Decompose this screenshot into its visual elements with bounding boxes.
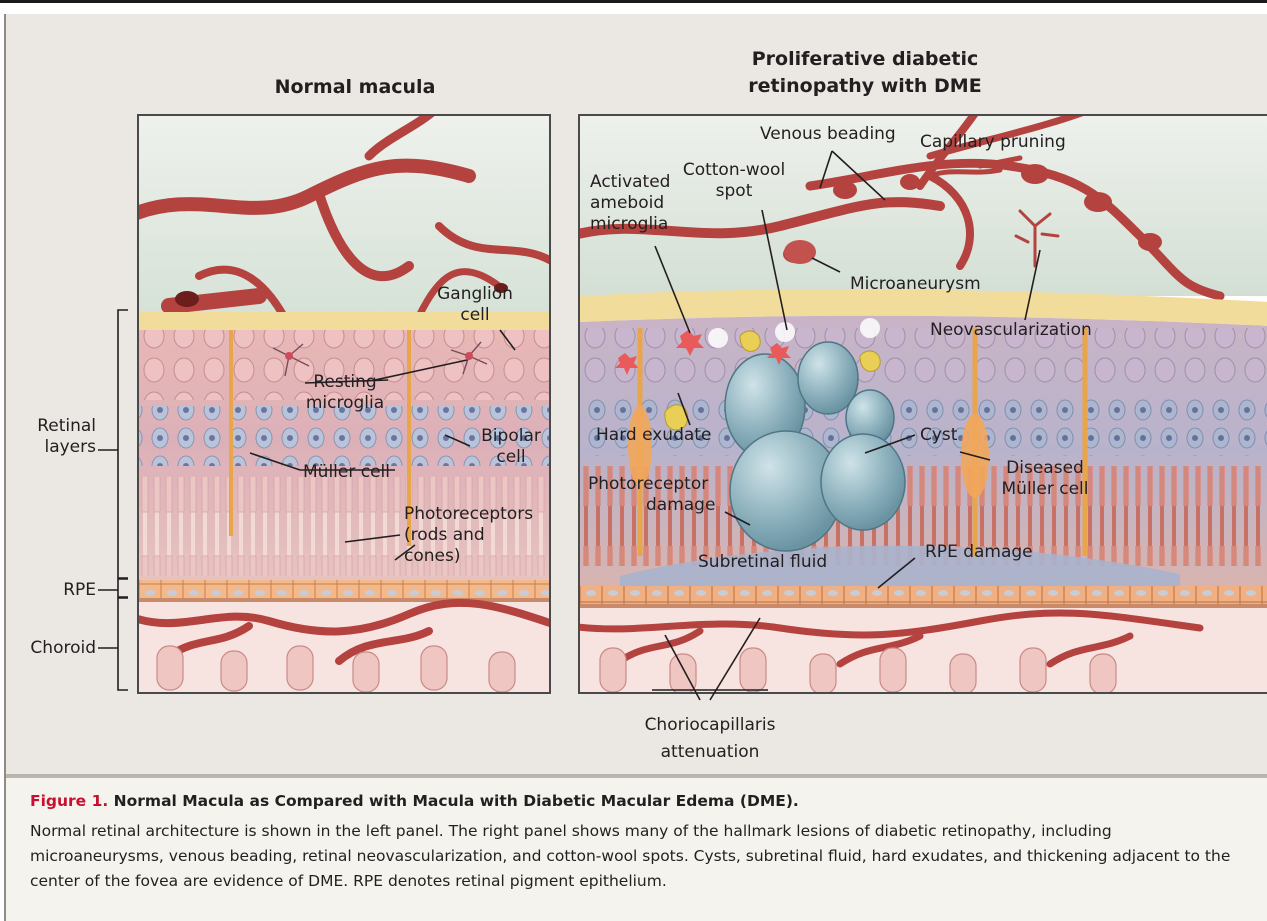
label-cotton-wool-spot: Cotton-wool spot [680, 160, 788, 202]
label-capillary-pruning: Capillary pruning [920, 132, 1066, 153]
photo-line-3: cones) [404, 546, 533, 567]
label-rpe-damage: RPE damage [925, 542, 1033, 563]
label-resting-microglia: Resting microglia [295, 372, 395, 414]
label-subretinal-fluid: Subretinal fluid [698, 552, 827, 573]
activated-line-2: ameboid [590, 193, 670, 214]
label-microaneurysm: Microaneurysm [850, 274, 981, 295]
ganglion-line-1: Ganglion [430, 284, 520, 305]
diseased-line-2: Müller cell [990, 479, 1100, 500]
cotton-line-2: spot [680, 181, 788, 202]
activated-line-3: microglia [590, 214, 670, 235]
resting-line-2: microglia [295, 393, 395, 414]
bipolar-line-1: Bipolar [475, 426, 547, 447]
label-photoreceptors: Photoreceptors (rods and cones) [404, 504, 533, 567]
label-choroid: Choroid [10, 638, 96, 659]
label-photoreceptor-damage: Photoreceptor damage [588, 474, 715, 516]
label-bipolar-cell: Bipolar cell [475, 426, 547, 468]
label-muller-cell: Müller cell [303, 462, 390, 483]
figure-number: Figure 1. [30, 792, 108, 810]
left-panel-title: Normal macula [230, 74, 480, 101]
caption-title: Figure 1. Normal Macula as Compared with… [30, 792, 799, 810]
diseased-line-1: Diseased [990, 458, 1100, 479]
chorio-line-2: attenuation [620, 739, 800, 766]
label-cyst: Cyst [920, 425, 957, 446]
chorio-line-1: Choriocapillaris [620, 712, 800, 739]
label-choriocapillaris-attenuation: Choriocapillaris attenuation [620, 712, 800, 766]
label-rpe: RPE [20, 580, 96, 601]
bipolar-line-2: cell [475, 447, 547, 468]
label-retinal-layers: Retinal layers [20, 416, 96, 458]
label-hard-exudate: Hard exudate [596, 425, 711, 446]
resting-line-1: Resting [295, 372, 395, 393]
right-title-line-2: retinopathy with DME [700, 73, 1030, 100]
label-ganglion-cell: Ganglion cell [430, 284, 520, 326]
photo-damage-line-2: damage [588, 495, 715, 516]
retinal-layers-line-1: Retinal [20, 416, 96, 437]
label-neovascularization: Neovascularization [930, 320, 1092, 341]
label-activated-microglia: Activated ameboid microglia [590, 172, 670, 235]
figure-title: Normal Macula as Compared with Macula wi… [114, 792, 799, 810]
photo-line-1: Photoreceptors [404, 504, 533, 525]
label-diseased-muller-cell: Diseased Müller cell [990, 458, 1100, 500]
label-venous-beading: Venous beading [760, 124, 896, 145]
top-rule [0, 0, 1267, 3]
photo-line-2: (rods and [404, 525, 533, 546]
dme-illustration [580, 116, 1267, 692]
activated-line-1: Activated [590, 172, 670, 193]
right-title-line-1: Proliferative diabetic [700, 46, 1030, 73]
cotton-line-1: Cotton-wool [680, 160, 788, 181]
ganglion-line-2: cell [430, 305, 520, 326]
caption-body: Normal retinal architecture is shown in … [30, 819, 1240, 894]
photo-damage-line-1: Photoreceptor [588, 474, 715, 495]
retinal-layers-line-2: layers [20, 437, 96, 458]
right-panel-title: Proliferative diabetic retinopathy with … [700, 46, 1030, 100]
